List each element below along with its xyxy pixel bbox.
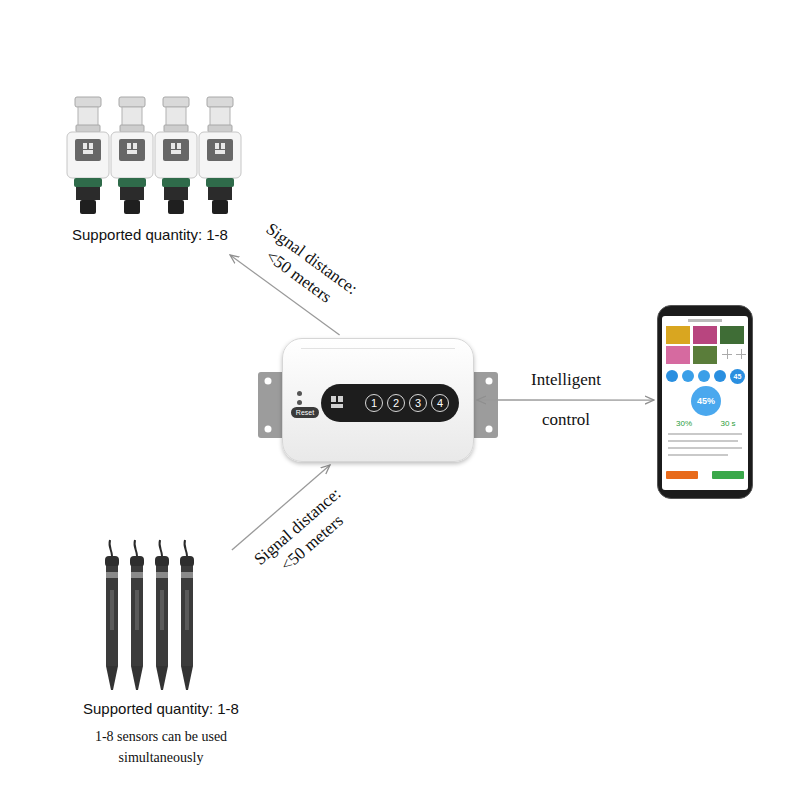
plant-photo (666, 346, 690, 364)
plus-mark (727, 349, 728, 359)
channel-button: 4 (431, 394, 449, 412)
seam-line (301, 348, 455, 349)
app-icon (666, 370, 678, 382)
text-line (668, 454, 728, 456)
app-gauge: 45% (691, 386, 721, 416)
channel-button: 1 (365, 394, 383, 412)
channel-button: 3 (409, 394, 427, 412)
app-button (666, 471, 698, 479)
controller-hub: Reset 1234 (282, 338, 474, 462)
app-badge: 45 (730, 369, 745, 384)
edge-label: Signal distance: <50 meters (241, 476, 368, 594)
sensor-group: Supported quantity: 1-8 1-8 sensors can b… (58, 553, 265, 769)
text-line (668, 447, 742, 449)
usage-note: 1-8 sensors can be used simultaneously (75, 726, 247, 768)
logo-mark (331, 396, 336, 402)
plant-photo (666, 326, 690, 344)
plant-photo (720, 326, 744, 344)
valve-group: Supported quantity: 1-8 (58, 92, 243, 252)
app-icon (682, 370, 694, 382)
app-icon (714, 370, 726, 382)
quantity-caption: Supported quantity: 1-8 (58, 226, 242, 244)
logo-mark (331, 404, 343, 408)
app-button (712, 471, 744, 479)
smartphone: 45 45% 30% 30 s (657, 305, 753, 499)
app-value: 30 s (712, 419, 744, 429)
reset-button: Reset (291, 407, 319, 418)
edge-label: Intelligent control (515, 360, 615, 440)
edge-label: Signal distance: <50 meters (239, 211, 370, 323)
valve-illustration (67, 97, 241, 214)
text-line (668, 433, 742, 435)
app-icon (698, 370, 710, 382)
text-line (668, 440, 738, 442)
status-bar (688, 319, 722, 322)
indicator-dot (297, 391, 302, 396)
sensor-illustration (105, 540, 194, 690)
plus-mark (741, 349, 742, 359)
plant-photo (693, 346, 717, 364)
indicator-dot (297, 400, 302, 405)
channel-button: 2 (387, 394, 405, 412)
quantity-caption: Supported quantity: 1-8 (58, 700, 264, 718)
logo-mark (338, 396, 343, 402)
plant-photo (693, 326, 717, 344)
app-value: 30% (668, 419, 700, 429)
signal-arrow (477, 399, 654, 400)
